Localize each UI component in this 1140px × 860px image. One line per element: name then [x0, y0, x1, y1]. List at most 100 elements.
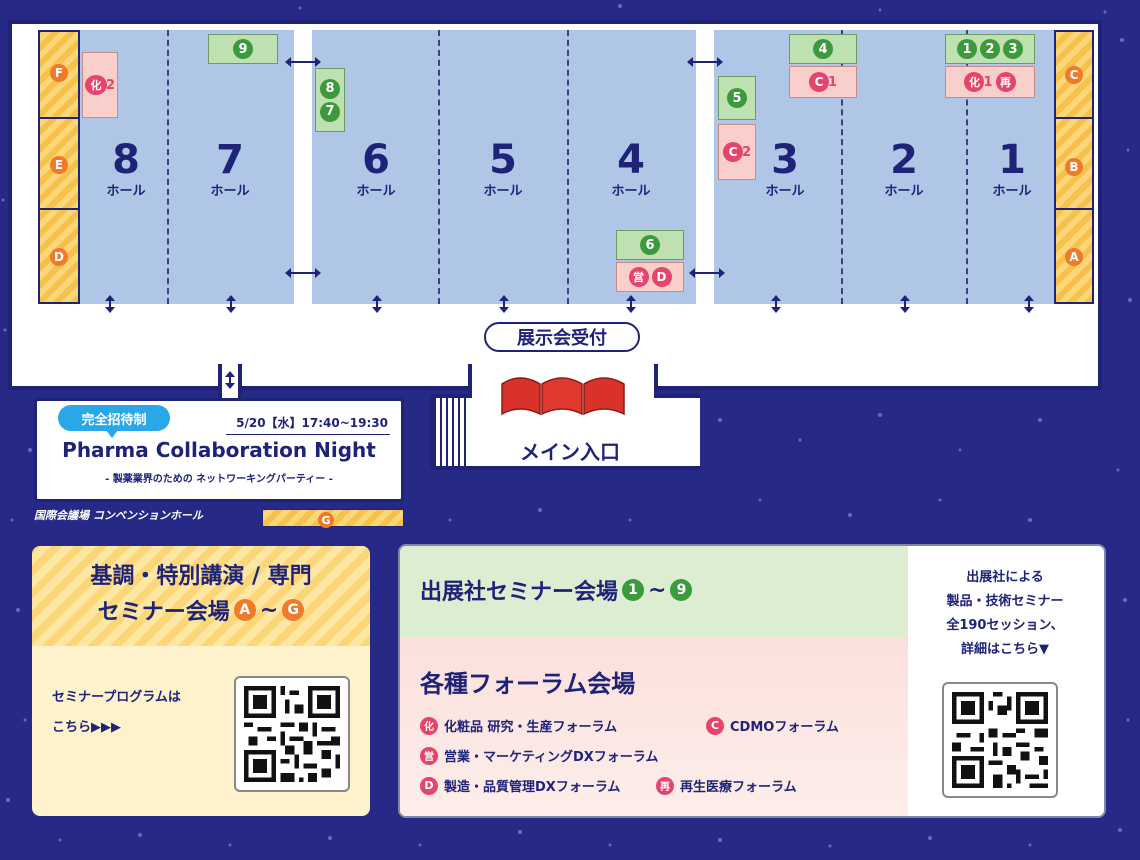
connector-arrow	[225, 371, 235, 389]
forum-room-ei-d[interactable]: 営 D	[616, 262, 684, 292]
hall-divider	[841, 30, 843, 304]
room-b-marker[interactable]: B	[1065, 158, 1083, 176]
hall-divider	[438, 30, 440, 304]
seminar-3-number: 3	[1003, 39, 1023, 59]
forum-legend-item[interactable]: 営 営業・マーケティングDXフォーラム	[420, 746, 658, 765]
room-range-to: G	[282, 599, 305, 621]
seminar-range-separator: ~	[648, 577, 667, 603]
room-e-marker[interactable]: E	[50, 156, 68, 174]
seminar-9-number: 9	[233, 39, 253, 59]
reception-desk[interactable]: 展示会受付	[484, 322, 640, 352]
forum-ka-2-number: 2	[105, 77, 116, 93]
cdmo-icon: C	[706, 716, 724, 735]
forum-ka-1-number: 1	[983, 74, 993, 90]
forum-legend-label: 営業・マーケティングDXフォーラム	[444, 750, 659, 765]
forum-c-1-number: 1	[827, 74, 838, 90]
hall-entrance-arrow	[372, 295, 382, 313]
invitation-only-badge: 完全招待制	[58, 405, 170, 431]
hall-entrance-arrow	[499, 295, 509, 313]
seminar-forum-panel	[398, 544, 1106, 818]
seminar-title: 出展社セミナー会場 1 ~ 9	[420, 574, 693, 606]
room-c-marker[interactable]: C	[1065, 66, 1083, 84]
cdmo-icon: C	[808, 72, 829, 92]
room-a-marker[interactable]: A	[1065, 248, 1083, 266]
cosmetics-icon: 化	[964, 72, 985, 92]
sales-icon: 営	[628, 267, 649, 287]
exhibitor-info-line4[interactable]: 詳細はこちら▼	[961, 642, 1049, 657]
seminar-room-4[interactable]: 4	[789, 34, 857, 64]
room-range-separator: ~	[259, 597, 279, 623]
sales-icon: 営	[420, 746, 438, 765]
seminar-6-number: 6	[640, 235, 660, 255]
forum-legend-item[interactable]: D 製造・品質管理DXフォーラム	[420, 776, 620, 795]
room-d-marker[interactable]: D	[50, 248, 68, 266]
qr-code-icon	[244, 686, 340, 782]
keynote-title-line1: 基調・特別講演 / 専門	[90, 564, 312, 589]
seminar-room-5[interactable]: 5	[718, 76, 756, 120]
room-range-from: A	[233, 599, 256, 621]
entrance-book-icon	[501, 377, 625, 416]
forum-legend-item[interactable]: C CDMOフォーラム	[706, 716, 839, 735]
seminar-5-number: 5	[727, 88, 747, 108]
passage-arrow	[689, 268, 725, 278]
hall-entrance-arrow	[105, 295, 115, 313]
forum-legend-item[interactable]: 化 化粧品 研究・生産フォーラム	[420, 716, 617, 735]
exhibitor-seminar-info: 出展社による 製品・技術セミナー 全190セッション、 詳細はこちら▼	[906, 566, 1104, 662]
seminar-room-1-2-3[interactable]: 1 2 3	[945, 34, 1035, 64]
night-title: Pharma Collaboration Night	[62, 438, 376, 462]
night-subtitle: - 製薬業界のための ネットワーキングパーティー -	[105, 474, 333, 485]
exhibitor-seminar-qr-code[interactable]	[942, 682, 1058, 798]
hall-entrance-arrow	[900, 295, 910, 313]
venue-label: 国際展示場	[1010, 374, 1065, 387]
exhibitor-info-line1: 出展社による	[966, 570, 1044, 585]
room-g-marker[interactable]: G	[318, 512, 334, 528]
cosmetics-icon: 化	[84, 75, 107, 95]
hall-entrance-arrow	[226, 295, 236, 313]
regenerative-icon: 再	[995, 72, 1016, 92]
forum-legend-label: CDMOフォーラム	[730, 720, 839, 735]
keynote-title-text: セミナー会場	[97, 600, 230, 625]
entrance-pillars	[434, 398, 468, 466]
seminar-program-link-line2[interactable]: こちら▶▶▶	[52, 720, 121, 735]
hall-entrance-arrow	[771, 295, 781, 313]
forum-title: 各種フォーラム会場	[420, 670, 636, 698]
cosmetics-icon: 化	[420, 716, 438, 735]
forum-c-2-number: 2	[741, 144, 752, 160]
hall-divider	[567, 30, 569, 304]
forum-legend-label: 再生医療フォーラム	[680, 780, 797, 795]
seminar-program-link-line1[interactable]: セミナープログラムは	[52, 690, 181, 705]
main-entrance-label[interactable]: メイン入口	[520, 440, 620, 464]
forum-legend-item[interactable]: 再 再生医療フォーラム	[656, 776, 797, 795]
room-f-marker[interactable]: F	[50, 64, 68, 82]
seminar-room-8-7[interactable]: 8 7	[315, 68, 345, 132]
manufacturing-dx-icon: D	[420, 776, 438, 795]
seminar-4-number: 4	[813, 39, 833, 59]
passage-arrow	[687, 57, 723, 67]
night-date: 5/20【水】17:40~19:30	[236, 416, 388, 430]
invitation-badge-tail	[106, 430, 118, 438]
forum-legend-label: 製造・品質管理DXフォーラム	[444, 780, 621, 795]
seminar-room-6[interactable]: 6	[616, 230, 684, 260]
passage-arrow	[285, 57, 321, 67]
seminar-room-9[interactable]: 9	[208, 34, 278, 64]
night-venue: 国際会議場 コンベンションホール	[34, 509, 203, 522]
seminar-range-from: 1	[622, 579, 645, 601]
hall-entrance-arrow	[1024, 295, 1034, 313]
hall-divider	[966, 30, 968, 304]
keynote-title-line2: セミナー会場 A ~ G	[32, 594, 370, 626]
networking-night-card[interactable]	[34, 398, 404, 502]
seminar-2-number: 2	[980, 39, 1000, 59]
seminar-program-qr-code[interactable]	[234, 676, 350, 792]
